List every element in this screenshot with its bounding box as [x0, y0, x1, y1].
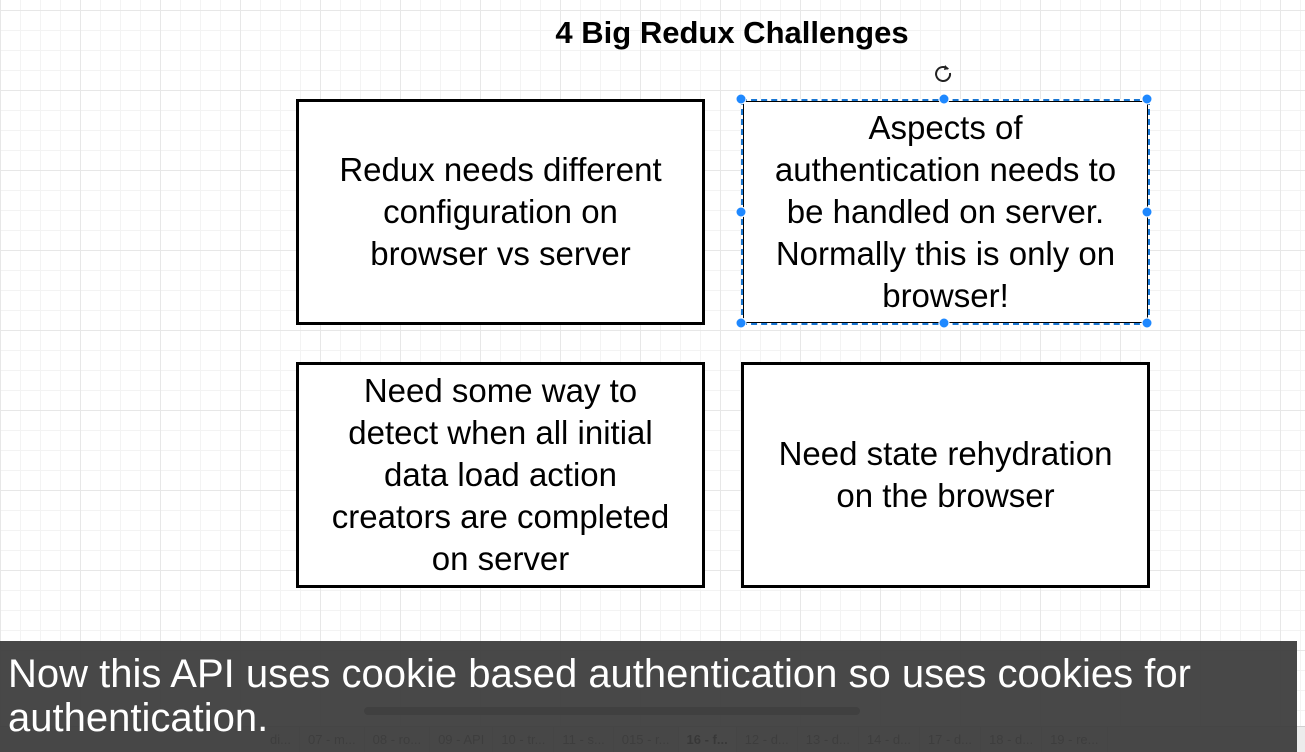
card-line: browser vs server: [370, 235, 631, 272]
resize-handle-se[interactable]: [1141, 317, 1153, 329]
card-line: browser!: [882, 277, 1009, 314]
card-text: Need state rehydration on the browser: [779, 433, 1113, 517]
rotate-handle-icon[interactable]: [931, 61, 955, 85]
card-line: be handled on server.: [786, 193, 1105, 230]
card-line: creators are completed: [331, 498, 670, 535]
card-line: Need state rehydration: [778, 435, 1113, 472]
challenge-card-data-load[interactable]: Need some way to detect when all initial…: [296, 362, 705, 588]
card-line: detect when all initial: [348, 414, 653, 451]
caption-line-2: authentication.: [8, 696, 269, 740]
card-text: Aspects of authentication needs to be ha…: [775, 107, 1116, 317]
diagram-title: 4 Big Redux Challenges: [555, 15, 909, 50]
card-line: on the browser: [836, 477, 1055, 514]
challenge-card-config[interactable]: Redux needs different configuration on b…: [296, 99, 705, 325]
card-line: data load action: [383, 456, 617, 493]
challenge-card-auth[interactable]: Aspects of authentication needs to be ha…: [741, 99, 1150, 325]
caption-line-1: Now this API uses cookie based authentic…: [8, 652, 1191, 696]
card-text: Need some way to detect when all initial…: [332, 370, 670, 580]
resize-handle-n[interactable]: [938, 93, 950, 105]
card-line: configuration on: [383, 193, 618, 230]
card-line: Need some way to: [363, 372, 638, 409]
card-line: on server: [431, 540, 570, 577]
resize-handle-s[interactable]: [938, 317, 950, 329]
resize-handle-w[interactable]: [735, 206, 747, 218]
resize-handle-sw[interactable]: [735, 317, 747, 329]
card-text: Redux needs different configuration on b…: [339, 149, 661, 275]
resize-handle-ne[interactable]: [1141, 93, 1153, 105]
resize-handle-e[interactable]: [1141, 206, 1153, 218]
resize-handle-nw[interactable]: [735, 93, 747, 105]
challenge-card-rehydration[interactable]: Need state rehydration on the browser: [741, 362, 1150, 588]
card-line: Normally this is only on: [775, 235, 1116, 272]
video-caption: Now this API uses cookie based authentic…: [0, 641, 1297, 752]
card-line: authentication needs to: [774, 151, 1117, 188]
card-line: Redux needs different: [339, 151, 662, 188]
card-line: Aspects of: [868, 109, 1023, 146]
